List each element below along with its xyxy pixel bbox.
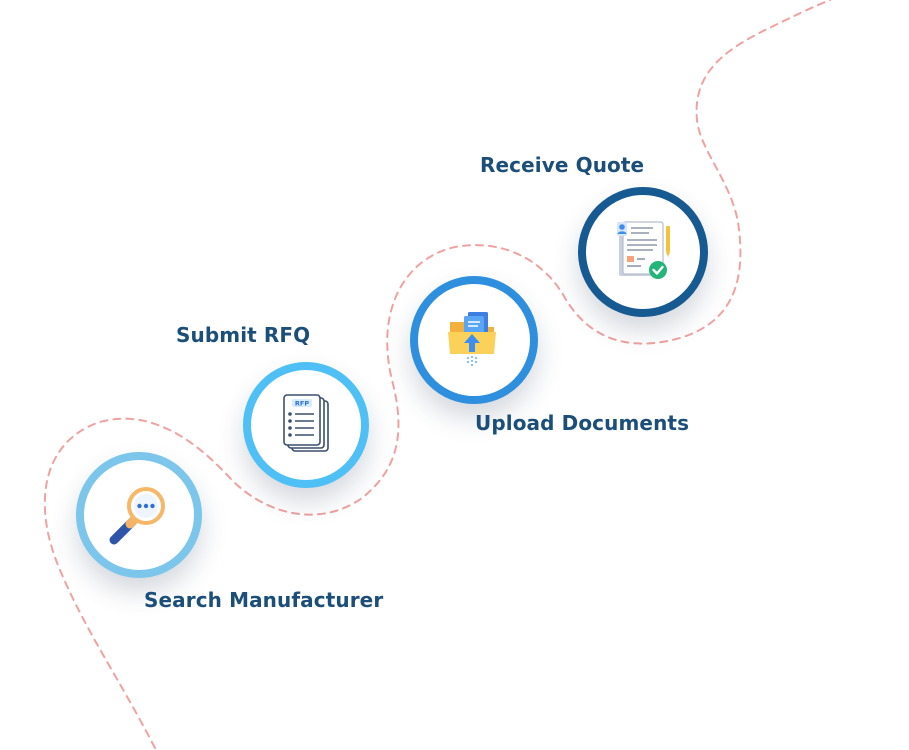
step-label-search-manufacturer: Search Manufacturer <box>144 588 384 612</box>
rfq-document-icon: RFP <box>283 394 329 452</box>
magnifier-icon <box>109 487 165 545</box>
step-label-receive-quote: Receive Quote <box>480 153 645 177</box>
step-label-submit-rfq: Submit RFQ <box>176 323 311 347</box>
step-label-upload-documents: Upload Documents <box>475 411 690 435</box>
step-receive-quote <box>578 187 708 317</box>
step-submit-rfq: RFP <box>243 362 369 488</box>
folder-upload-icon <box>448 312 496 366</box>
step-upload-documents <box>410 276 538 404</box>
approved-quote-icon <box>617 221 670 279</box>
step-search-manufacturer <box>76 452 202 578</box>
rfq-icon-text: RFP <box>295 400 309 408</box>
